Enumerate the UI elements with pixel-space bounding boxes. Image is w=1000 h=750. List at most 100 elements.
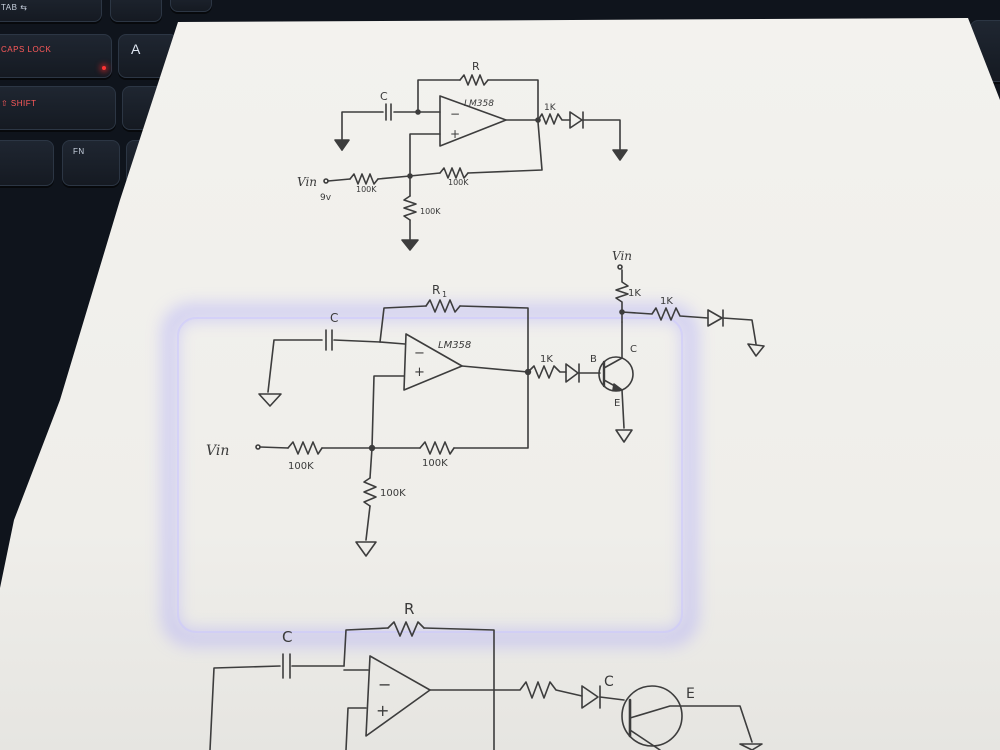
top-resistor-100k-fb-icon xyxy=(439,167,469,179)
top-resistor-1k-icon xyxy=(537,113,571,125)
top-feedback-wire-left xyxy=(417,79,461,113)
mid-resistor-100k-in-icon xyxy=(287,441,323,455)
circuit-middle xyxy=(255,264,765,557)
mid-label-e: E xyxy=(614,398,620,409)
mid-opamp-icon xyxy=(403,333,463,391)
top-resistor-r-icon xyxy=(459,74,489,86)
mid-label-minus: − xyxy=(414,346,425,361)
top-cap-left-wire xyxy=(341,111,384,151)
bot-feedback-wire-left xyxy=(343,627,389,667)
bot-led-icon xyxy=(581,685,599,709)
mid-opamp-output-wire xyxy=(461,365,529,373)
mid-rgnd-wire-bottom xyxy=(365,505,371,541)
mid-vin-wire xyxy=(259,446,289,449)
top-noninv-input-wire xyxy=(409,133,441,177)
bot-feedback-wire-right xyxy=(423,627,495,750)
mid-label-b: B xyxy=(590,354,597,365)
mid-right-led-icon xyxy=(707,309,723,327)
mid-feedback-wire-right xyxy=(459,305,529,373)
mid-label-1k-collector: 1K xyxy=(628,288,641,299)
circuit-top xyxy=(323,74,628,251)
mid-label-plus: + xyxy=(414,365,425,380)
key-fn: FN xyxy=(62,140,120,186)
top-feedback-wire-right xyxy=(487,79,539,119)
mid-resistor-1k-led-icon xyxy=(621,307,709,321)
top-label-plus: + xyxy=(450,127,460,141)
key-q xyxy=(110,0,162,22)
top-ground-bottom-icon xyxy=(401,239,419,251)
mid-cap-left-wire xyxy=(267,339,323,393)
backlight-edge xyxy=(177,317,683,633)
bot-opamp-icon xyxy=(365,655,431,737)
top-opamp-icon xyxy=(439,95,507,147)
top-vin-wire xyxy=(327,178,351,182)
mid-right-led-ground-wire xyxy=(722,317,757,345)
bot-led-to-transistor-wire xyxy=(599,696,625,701)
mid-rgnd-wire-top xyxy=(369,447,373,479)
bot-label-c: C xyxy=(282,628,292,646)
bot-label-e: E xyxy=(686,686,695,702)
mid-label-100k-fb: 100K xyxy=(422,458,448,469)
circuit-bottom xyxy=(209,621,763,750)
key-caps-lock: CAPS LOCK xyxy=(0,34,112,78)
mid-label-1k: 1K xyxy=(540,354,553,365)
mid-noninv-input-wire xyxy=(371,375,405,449)
mid-cap-right-wire xyxy=(333,339,381,343)
mid-label-1k-led: 1K xyxy=(660,296,673,307)
top-label-c: C xyxy=(380,90,388,103)
paper-surface xyxy=(0,18,1000,750)
bot-label-r: R xyxy=(404,600,414,618)
mid-resistor-1k-collector-icon xyxy=(615,269,629,313)
top-label-100k-in: 100K xyxy=(356,185,377,194)
mid-label-100k-in: 100K xyxy=(288,461,314,472)
bot-cap-left-wire xyxy=(209,665,281,750)
mid-vin-top-terminal xyxy=(617,264,623,270)
mid-resistor-100k-gnd-icon xyxy=(363,477,377,507)
mid-emitter-arrow-icon xyxy=(612,383,623,391)
top-in-to-node-wire xyxy=(377,175,411,180)
mid-ground-right-icon xyxy=(747,343,765,357)
top-led-ground-wire xyxy=(582,119,621,151)
mid-label-100k-gnd: 100K xyxy=(380,488,406,499)
mid-resistor-100k-fb-icon xyxy=(419,441,455,455)
mid-ground-bottom-icon xyxy=(355,541,377,557)
mid-feedback-wire-left xyxy=(379,305,427,343)
top-label-vin: Vin xyxy=(297,175,317,189)
bot-transistor-lower-lead xyxy=(629,729,661,750)
top-label-100k-fb: 100K xyxy=(448,178,469,187)
mid-transistor-icon xyxy=(598,356,634,392)
key-tab: TAB ⇆ xyxy=(0,0,102,22)
mid-label-vin-top: Vin xyxy=(612,249,632,263)
mid-ground-emitter-icon xyxy=(615,429,633,443)
mid-label-opamp: LM358 xyxy=(438,340,471,351)
top-ground-left-icon xyxy=(334,139,350,151)
mid-resistor-r1-icon xyxy=(425,299,461,313)
bot-transistor-icon xyxy=(621,685,683,747)
top-led-icon xyxy=(569,111,583,129)
top-resistor-100k-in-icon xyxy=(349,173,379,185)
top-label-opamp: LM358 xyxy=(464,99,494,109)
key-w xyxy=(170,0,212,12)
mid-resistor-1k-icon xyxy=(527,365,567,379)
bot-label-plus: + xyxy=(376,701,389,720)
key-shift: ⇧ SHIFT xyxy=(0,86,116,130)
top-label-9v: 9v xyxy=(320,193,332,203)
backlight-glow xyxy=(165,307,695,643)
mid-led-icon xyxy=(565,363,579,383)
bot-label-minus: − xyxy=(378,675,391,694)
top-rfb-to-out-wire xyxy=(467,121,543,174)
bot-ground-right-icon xyxy=(739,743,763,750)
bot-noninv-input-wire xyxy=(345,707,367,750)
mid-inv-input-wire xyxy=(379,341,406,345)
mid-label-r: R xyxy=(432,283,440,297)
caps-lock-led xyxy=(102,66,106,70)
bot-resistor-r-icon xyxy=(387,621,425,637)
mid-ground-left-icon xyxy=(258,393,282,407)
mid-rfb-to-out-wire xyxy=(453,373,529,449)
mid-label-c-pin: C xyxy=(630,344,637,355)
top-label-100k-gnd: 100K xyxy=(420,207,441,216)
key-ctrl xyxy=(0,140,54,186)
bot-label-c-pin: C xyxy=(604,674,614,690)
mid-label-r-subscript: 1 xyxy=(442,290,447,299)
